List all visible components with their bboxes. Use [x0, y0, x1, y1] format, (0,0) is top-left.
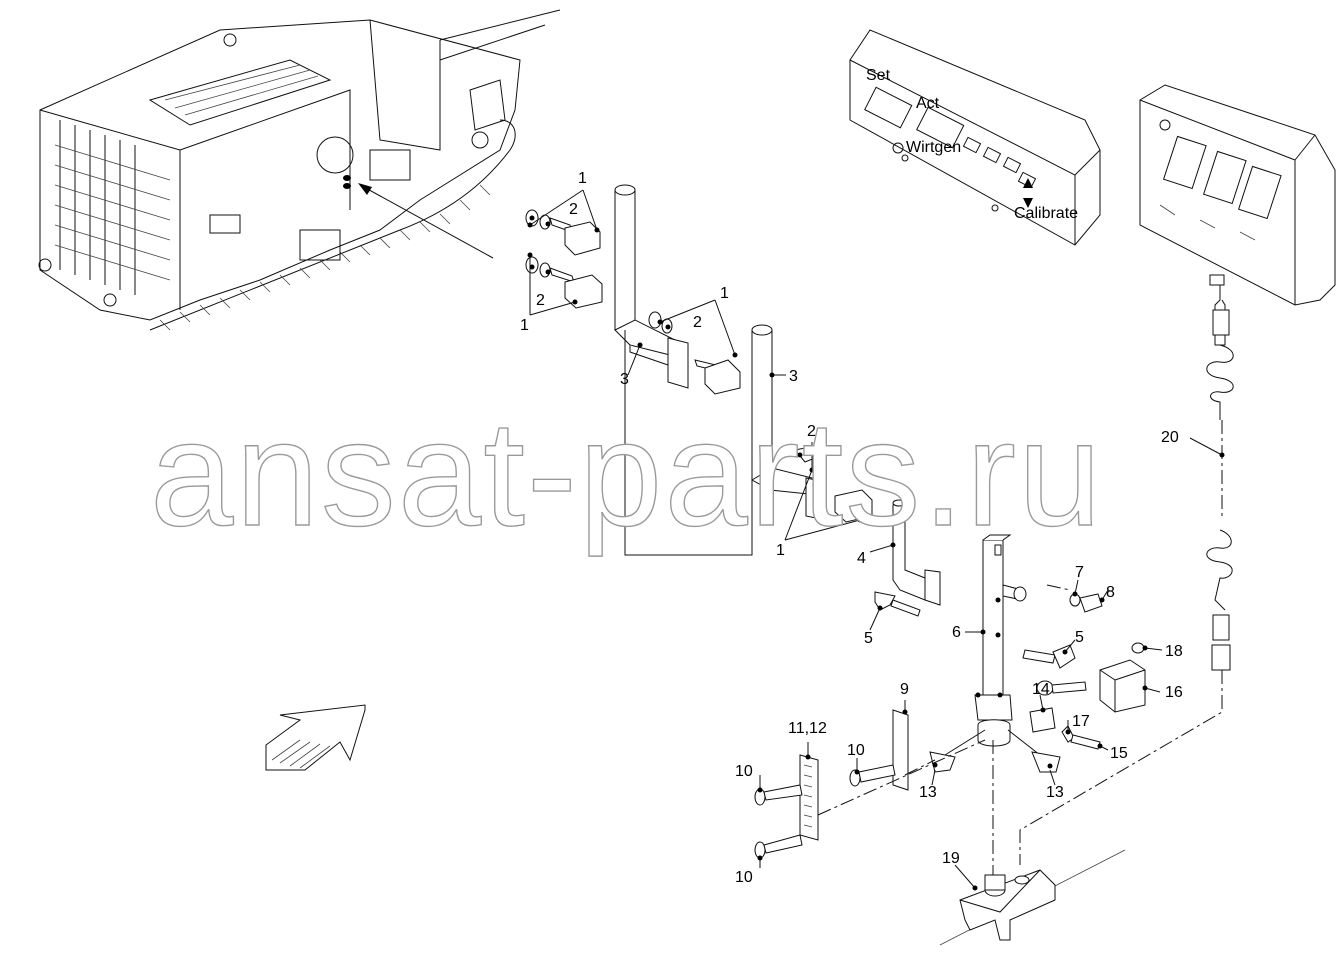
callout-15: 15	[1110, 745, 1128, 762]
milling-machine-illustration	[38, 9, 561, 331]
callout-16: 16	[1165, 684, 1183, 701]
bolts-10	[754, 764, 896, 859]
callout-11-12: 11,12	[788, 720, 827, 737]
callout-3: 3	[789, 368, 798, 385]
support-pole-right	[624, 324, 873, 556]
callout-1: 1	[520, 317, 529, 334]
callout-8: 8	[1106, 584, 1115, 601]
mounting-plates	[799, 709, 986, 841]
callout-18: 18	[1165, 643, 1183, 660]
bolts-14-15-17	[1029, 680, 1101, 750]
callout-17: 17	[1072, 713, 1090, 730]
panel-label-brand: Wirtgen	[906, 139, 961, 156]
callout-labels: 1 2 2 1 1 2 3 3 2 1 4 5 6 7 8 5 18 16 14…	[520, 170, 1183, 886]
callout-4: 4	[857, 550, 866, 567]
callout-10: 10	[847, 742, 865, 759]
direction-arrow-icon	[265, 704, 366, 771]
support-pole-left	[614, 184, 689, 389]
callout-1: 1	[776, 542, 785, 559]
ski-foot-19	[939, 849, 1126, 946]
callout-3: 3	[620, 371, 629, 388]
callout-7: 7	[1075, 564, 1084, 581]
watermark: ansat-parts.ru	[150, 389, 1103, 557]
control-panel-left: Set Act Wirtgen Calibrate	[849, 29, 1101, 246]
leader-dots	[527, 215, 1225, 891]
callout-2: 2	[536, 292, 545, 309]
wing-bolt-5-right	[1022, 644, 1076, 669]
callout-2: 2	[569, 201, 578, 218]
panel-label-calibrate: Calibrate	[1014, 205, 1078, 222]
callout-1: 1	[578, 170, 587, 187]
sensor-cable	[1019, 285, 1234, 865]
pointer-arrowhead	[358, 183, 372, 195]
callout-6: 6	[952, 624, 961, 641]
callout-5: 5	[864, 630, 873, 647]
sensor-arm	[1046, 584, 1103, 613]
callout-13: 13	[1046, 784, 1064, 801]
control-panel-right	[1139, 84, 1336, 306]
callout-14: 14	[1032, 681, 1050, 698]
panel-label-set: Set	[866, 67, 891, 84]
sensor-block-16	[1099, 642, 1146, 713]
callout-19: 19	[942, 850, 960, 867]
callout-10: 10	[735, 763, 753, 780]
callout-5: 5	[1075, 629, 1084, 646]
bracket-4	[892, 499, 941, 606]
sensor-post-6	[974, 534, 1027, 747]
callout-2: 2	[807, 423, 816, 440]
callout-1: 1	[720, 285, 729, 302]
callout-20: 20	[1161, 429, 1179, 446]
callout-10: 10	[735, 869, 753, 886]
callout-13: 13	[919, 784, 937, 801]
callout-9: 9	[900, 681, 909, 698]
callout-2: 2	[693, 314, 702, 331]
pointer-arrow-line	[361, 185, 494, 259]
panel-label-act: Act	[916, 95, 940, 112]
